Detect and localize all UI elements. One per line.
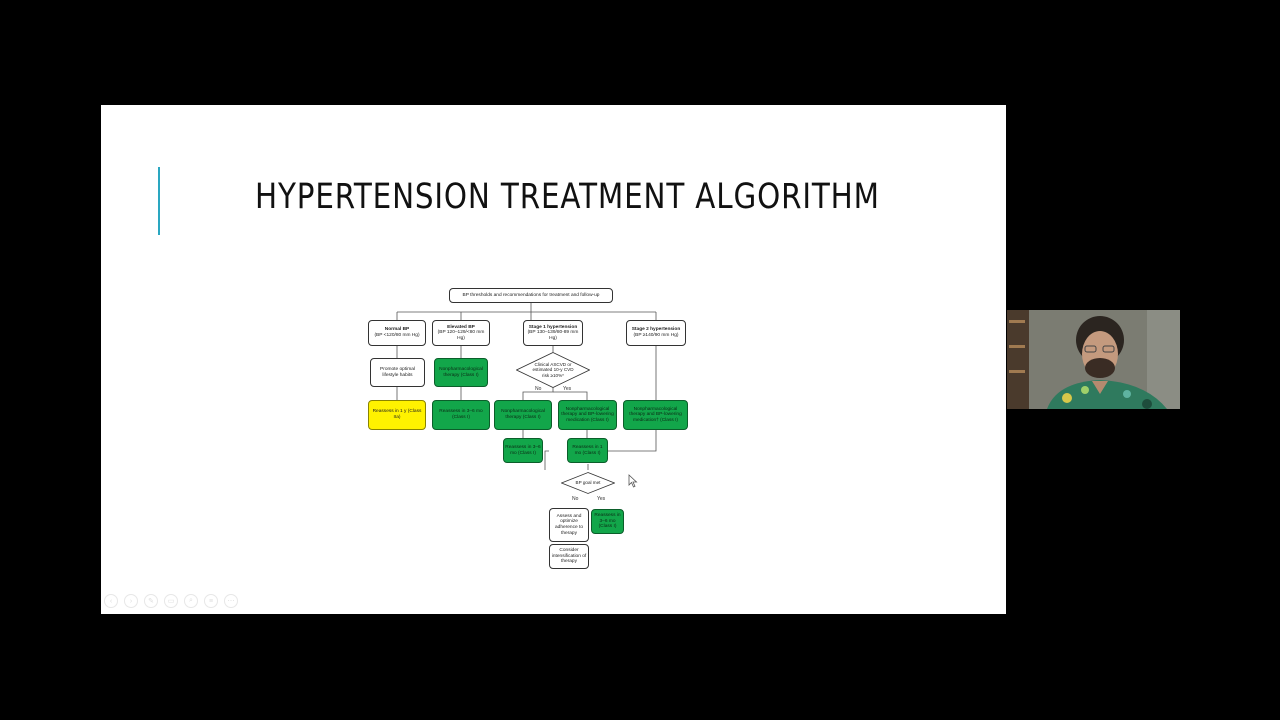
ascvd-decision: Clinical ASCVD or estimated 10-y CVD ris… bbox=[516, 352, 590, 388]
bp-goal-diamond-shape bbox=[561, 472, 615, 494]
reassess-36mo-elevated-text: Reassess in 3–6 mo (Class I) bbox=[439, 409, 483, 420]
bp-goal-text: BP goal met bbox=[575, 480, 601, 486]
nonpharm-elevated-node: Nonpharmacological therapy (Class I) bbox=[434, 358, 488, 387]
stage2-sub: (BP ≥140/90 mm Hg) bbox=[633, 333, 679, 338]
reassess-36mo-stage1-text: Reassess in 3–6 mo (Class I) bbox=[505, 444, 541, 456]
root-node: BP thresholds and recommendations for tr… bbox=[449, 288, 613, 303]
reassess-36mo-goal-node: Reassess in 3–6 mo (Class I) bbox=[591, 509, 624, 534]
webcam-feed bbox=[1007, 310, 1180, 409]
slide-title: HYPERTENSION TREATMENT ALGORITHM bbox=[255, 177, 880, 217]
reassess-36mo-elevated-node: Reassess in 3–6 mo (Class I) bbox=[432, 400, 490, 430]
more-icon[interactable]: ⋯ bbox=[224, 594, 238, 608]
normal-bp-title: Normal BP bbox=[384, 327, 410, 333]
root-text: BP thresholds and recommendations for tr… bbox=[462, 292, 600, 298]
pen-icon[interactable]: ✎ bbox=[144, 594, 158, 608]
stage2-therapy-text: Nonpharmacological therapy and BP-loweri… bbox=[629, 406, 682, 423]
nonpharm-med-stage1-node: Nonpharmacological therapy and BP-loweri… bbox=[558, 400, 617, 430]
normal-bp-sub: (BP <120/80 mm Hg) bbox=[374, 333, 420, 338]
screen-icon[interactable]: ▭ bbox=[164, 594, 178, 608]
stage1-sub: (BP 130–139/80-89 mm Hg) bbox=[527, 330, 579, 341]
promote-lifestyle-node: Promote optimal lifestyle habits bbox=[370, 358, 425, 387]
reassess-1y-node: Reassess in 1 y (Class IIa) bbox=[368, 400, 426, 430]
reassess-36mo-stage1-node: Reassess in 3–6 mo (Class I) bbox=[503, 438, 543, 463]
nonpharm-elevated-text: Nonpharmacological therapy (Class I) bbox=[439, 366, 483, 378]
stage2-node: Stage 2 hypertension (BP ≥140/90 mm Hg) bbox=[626, 320, 686, 346]
nonpharm-med-stage1-text: Nonpharmacological therapy and BP-loweri… bbox=[561, 406, 614, 423]
reassess-1y-text: Reassess in 1 y (Class IIa) bbox=[372, 409, 422, 420]
bp-goal-yes-label: Yes bbox=[597, 496, 606, 502]
subtitles-icon[interactable]: ≡ bbox=[204, 594, 218, 608]
ascvd-yes-label: Yes bbox=[563, 386, 572, 392]
nonpharm-stage1-node: Nonpharmacological therapy (Class I) bbox=[494, 400, 552, 430]
consider-intensification-text: Consider intensification of therapy bbox=[551, 548, 587, 565]
nonpharm-stage1-text: Nonpharmacological therapy (Class I) bbox=[501, 409, 545, 420]
bp-goal-no-label: No bbox=[572, 496, 579, 502]
next-icon[interactable]: › bbox=[124, 594, 138, 608]
elevated-bp-node: Elevated BP (BP 120–129/<80 mm Hg) bbox=[432, 320, 490, 346]
prev-icon[interactable]: ‹ bbox=[104, 594, 118, 608]
normal-bp-node: Normal BP (BP <120/80 mm Hg) bbox=[368, 320, 426, 346]
consider-intensification-node: Consider intensification of therapy bbox=[549, 544, 589, 569]
stage2-therapy-node: Nonpharmacological therapy and BP-loweri… bbox=[623, 400, 688, 430]
mouse-cursor-icon bbox=[628, 474, 638, 488]
reassess-1mo-node: Reassess in 1 mo (Class I) bbox=[567, 438, 608, 463]
elevated-bp-title: Elevated BP bbox=[447, 324, 475, 330]
ascvd-no-label: No bbox=[535, 386, 542, 392]
presenter-video-image bbox=[1007, 310, 1180, 409]
assess-adherence-node: Assess and optimize adherence to therapy bbox=[549, 508, 589, 542]
reassess-1mo-text: Reassess in 1 mo (Class I) bbox=[572, 444, 603, 456]
presentation-toolbar: ‹ › ✎ ▭ ⌕ ≡ ⋯ bbox=[104, 594, 238, 608]
bp-goal-decision: BP goal met bbox=[561, 472, 615, 494]
zoom-icon[interactable]: ⌕ bbox=[184, 594, 198, 608]
ascvd-diamond-shape bbox=[516, 352, 590, 388]
stage1-node: Stage 1 hypertension (BP 130–139/80-89 m… bbox=[523, 320, 583, 346]
title-accent-bar bbox=[158, 167, 160, 235]
assess-adherence-text: Assess and optimize adherence to therapy bbox=[554, 513, 583, 536]
reassess-36mo-goal-text: Reassess in 3–6 mo (Class I) bbox=[594, 513, 621, 530]
stage2-title: Stage 2 hypertension bbox=[631, 327, 681, 333]
elevated-bp-sub: (BP 120–129/<80 mm Hg) bbox=[437, 330, 485, 341]
ascvd-text: Clinical ASCVD or estimated 10-y CVD ris… bbox=[532, 361, 574, 378]
treatment-flowchart: BP thresholds and recommendations for tr… bbox=[360, 180, 700, 569]
promote-lifestyle-text: Promote optimal lifestyle habits bbox=[380, 366, 415, 378]
stage1-title: Stage 1 hypertension bbox=[528, 324, 578, 330]
